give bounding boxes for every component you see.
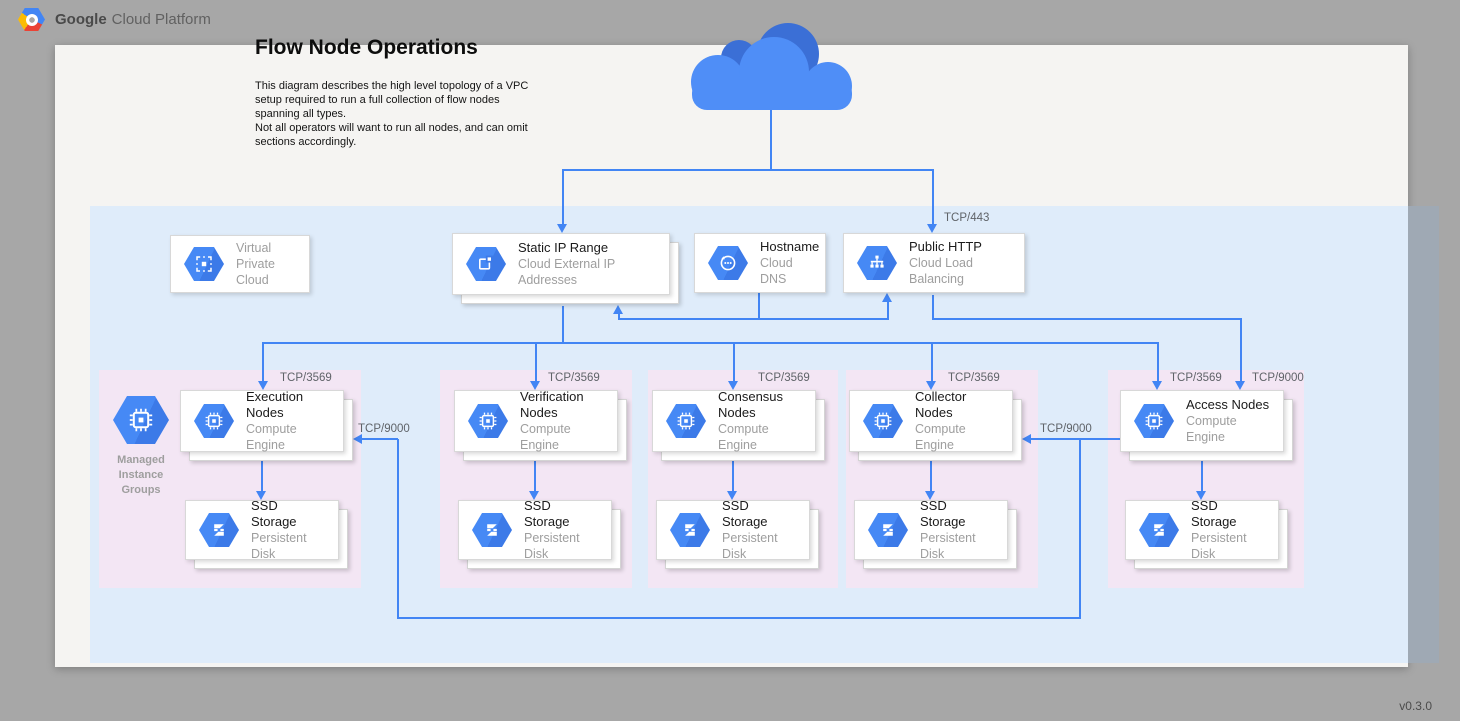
card-public-http: Public HTTPCloud Load Balancing [843,233,1025,293]
port-label-verification-3569: TCP/3569 [548,372,600,384]
hostname-title: Hostname [760,239,819,255]
arrowhead-into-access [1152,381,1162,390]
static-ip-title: Static IP Range [518,240,656,256]
connector-hostname-drop [758,293,760,320]
connector-stub-collector [931,342,933,382]
card-execution-ssd: SSD StoragePersistent Disk [185,500,339,560]
connector-cloud-stem [770,110,772,171]
connector-stub-consensus [733,342,735,382]
static-ip-subtitle: Cloud External IP Addresses [518,256,656,288]
card-hostname: HostnameCloud DNS [694,233,826,293]
card-collector-nodes: Collector NodesCompute Engine [849,390,1013,452]
port-label-execution-3569: TCP/3569 [280,372,332,384]
port-label-execution-9000: TCP/9000 [358,423,410,435]
vpc-card-line1: Virtual [236,240,296,256]
connector-public-http-to-access [932,318,1242,320]
persistent-disk-icon [472,513,512,547]
arrowhead-into-execution-9000 [353,434,362,444]
connector-bus [262,342,1159,344]
connector-access-to-ssd [1201,461,1203,492]
gcp-logo-icon [18,8,45,31]
description-paragraph-2: Not all operators will want to run all n… [255,121,533,149]
vpc-region-overhang [1408,206,1439,663]
port-label-access-9000: TCP/9000 [1252,372,1304,384]
connector-feed-stub-left [618,313,620,319]
page-description: This diagram describes the high level to… [255,79,533,149]
card-verification-ssd: SSD StoragePersistent Disk [458,500,612,560]
compute-engine-icon [863,404,903,438]
connector-access-to-collector [1031,438,1121,440]
hostname-subtitle: Cloud DNS [760,255,819,287]
card-consensus-nodes: Consensus NodesCompute Engine [652,390,816,452]
gcp-brand: Google Cloud Platform [18,8,211,31]
description-paragraph-1: This diagram describes the high level to… [255,79,533,121]
load-balancing-icon [857,246,897,280]
connector-stub-execution [262,342,264,382]
version-label: v0.3.0 [1380,699,1432,713]
arrowhead-into-access-9000 [1235,381,1245,390]
connector-9000-right-drop [1079,439,1081,619]
persistent-disk-icon [670,513,710,547]
brand-google: Google [55,11,107,28]
connector-verification-to-ssd [534,461,536,492]
card-execution-nodes: Execution NodesCompute Engine [180,390,344,452]
connector-collector-to-ssd [930,461,932,492]
compute-engine-icon [468,404,508,438]
port-label-collector-3569: TCP/3569 [948,372,1000,384]
connector-top-branch [562,169,934,171]
port-label-access-3569: TCP/3569 [1170,372,1222,384]
connector-stub-verification [535,342,537,382]
external-ip-icon [466,247,506,281]
compute-engine-icon [1134,404,1174,438]
connector-feed-stub-right [887,301,889,319]
connector-9000-left-rise [397,439,399,619]
persistent-disk-icon [1139,513,1179,547]
connector-public-http-down [932,295,934,320]
persistent-disk-icon [199,513,239,547]
page-title: Flow Node Operations [255,36,478,60]
connector-consensus-to-ssd [732,461,734,492]
arrowhead-into-static-ip [557,224,567,233]
vpc-card-line2: Private Cloud [236,256,296,288]
managed-instance-groups-label: Managed Instance Groups [99,453,183,498]
brand-cloud-platform: Cloud Platform [112,11,211,28]
vpc-icon [184,247,224,281]
card-access-ssd: SSD StoragePersistent Disk [1125,500,1279,560]
connector-access-9000-drop [1240,318,1242,382]
port-label-consensus-3569: TCP/3569 [758,372,810,384]
compute-engine-icon [194,404,234,438]
connector-execution-to-ssd [261,461,263,492]
card-static-ip-range: Static IP RangeCloud External IP Address… [452,233,670,295]
public-http-subtitle: Cloud Load Balancing [909,255,1011,287]
port-label-collector-9000: TCP/9000 [1040,423,1092,435]
connector-drop-static-ip [562,169,564,225]
card-access-nodes: Access NodesCompute Engine [1120,390,1284,452]
connector-drop-public-http [932,169,934,225]
arrowhead-into-public-http [927,224,937,233]
public-http-title: Public HTTP [909,239,1011,255]
cloud-dns-icon [708,246,748,280]
compute-engine-icon [666,404,706,438]
card-virtual-private-cloud: VirtualPrivate Cloud [170,235,310,293]
persistent-disk-icon [868,513,908,547]
connector-hostname-feed [618,318,889,320]
card-consensus-ssd: SSD StoragePersistent Disk [656,500,810,560]
card-collector-ssd: SSD StoragePersistent Disk [854,500,1008,560]
connector-static-ip-to-bus [562,306,564,344]
port-label-tcp443: TCP/443 [944,212,989,224]
connector-9000-into-execution [362,438,398,440]
connector-9000-bottom [397,617,1081,619]
arrowhead-into-collector-9000 [1022,434,1031,444]
cloud-icon [676,18,866,111]
card-verification-nodes: Verification NodesCompute Engine [454,390,618,452]
connector-stub-access [1157,342,1159,382]
